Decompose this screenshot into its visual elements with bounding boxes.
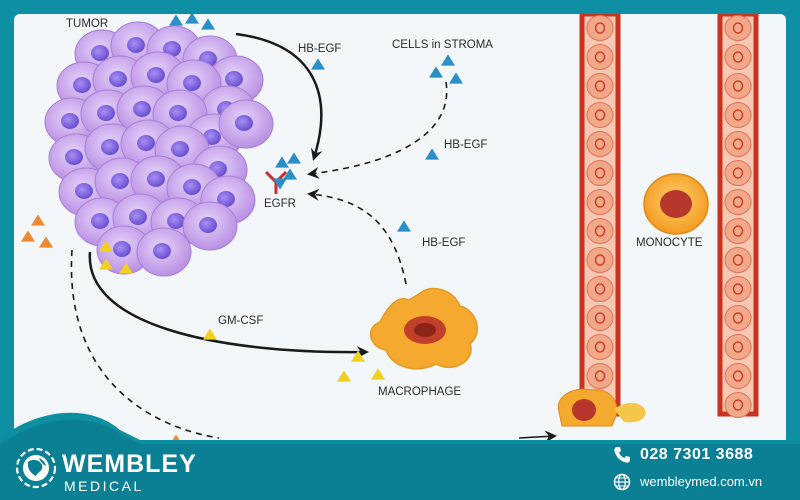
vessel-cell [724, 102, 752, 128]
arrow-tumor-to-egfr [235, 32, 323, 161]
signal-triangle [371, 368, 385, 380]
vessel-cells [586, 15, 752, 418]
website-link[interactable]: wembleymed.com.vn [640, 474, 763, 489]
tumor-mass [44, 21, 274, 277]
phone-number[interactable]: 028 7301 3688 [640, 446, 754, 463]
arrow-to-monocyte [518, 430, 557, 443]
hbegf-label-low: HB-EGF [422, 237, 465, 249]
vessel-cell [586, 276, 614, 302]
brand-logo-icon [15, 447, 57, 489]
signal-triangle [185, 14, 199, 24]
vessel-cell [724, 392, 752, 418]
signal-triangle [429, 66, 443, 78]
arrow-tumor-to-vessel [70, 249, 220, 439]
signal-triangle [275, 156, 289, 168]
vessel-cell [724, 73, 752, 99]
egfr-label: EGFR [264, 198, 296, 210]
macrophage-cell [369, 287, 478, 370]
signal-triangle [203, 328, 217, 340]
signal-triangle [201, 18, 215, 30]
signal-triangle [397, 220, 411, 232]
diagram-panel: MONOCYTE MACROPHAGE TUMOR [14, 14, 786, 454]
vessel-cell [586, 334, 614, 360]
signal-triangle [273, 178, 287, 190]
arrow-macrophage-to-egfr [307, 188, 407, 285]
vessel-cell [586, 73, 614, 99]
brand-subtitle: MEDICAL [64, 478, 144, 494]
vessel-cell [724, 218, 752, 244]
vessel-cell [586, 44, 614, 70]
vessel-cell [724, 334, 752, 360]
tumor-cell [96, 225, 152, 275]
signal-triangle [31, 214, 45, 226]
signal-triangle [21, 230, 35, 242]
signal-triangle [449, 72, 463, 84]
arrow-tumor-to-macrophage [88, 251, 369, 359]
vessel-cell [724, 15, 752, 41]
diagram-svg: MONOCYTE MACROPHAGE TUMOR [21, 14, 759, 446]
tumor-cell [182, 201, 238, 251]
tumor-cell [136, 227, 192, 277]
signal-triangle [425, 148, 439, 160]
gmcsf-label: GM-CSF [218, 315, 263, 327]
vessel-cell [724, 247, 752, 273]
arrows [70, 32, 557, 443]
monocyte-label: MONOCYTE [636, 237, 703, 249]
signal-triangle [283, 168, 297, 180]
vessel-cell [586, 189, 614, 215]
vessel-cell [724, 189, 752, 215]
signal-triangle [99, 258, 113, 270]
globe-icon [613, 473, 631, 491]
brand: WEMBLEY MEDICAL [62, 450, 197, 494]
macrophage-label: MACROPHAGE [378, 386, 461, 398]
vessel-cell [586, 131, 614, 157]
signal-triangle [287, 152, 301, 164]
footer-band [0, 412, 800, 500]
signal-triangle [169, 14, 183, 26]
vessel-cell [724, 363, 752, 389]
signal-triangle [337, 370, 351, 382]
monocyte-cell [643, 173, 709, 235]
vessel-cell [586, 218, 614, 244]
signal-triangle [441, 54, 455, 66]
hbegf-label-mid: HB-EGF [444, 139, 487, 151]
vessel-cell [724, 44, 752, 70]
signal-triangle [119, 262, 133, 274]
tumor-cell [218, 99, 274, 149]
vessel-cell [586, 247, 614, 273]
phone-icon [614, 447, 630, 463]
cells-stroma-label: CELLS in STROMA [392, 39, 493, 51]
blood-vessels [579, 14, 759, 418]
signal-triangle [351, 350, 365, 362]
hbegf-label-top: HB-EGF [298, 43, 341, 55]
vessel-cell [724, 305, 752, 331]
vessel-cell [724, 276, 752, 302]
vessel-cell [586, 102, 614, 128]
arrow-stroma-to-egfr [307, 81, 448, 179]
tumor-label: TUMOR [66, 18, 108, 30]
signal-triangle [39, 236, 53, 248]
vessel-cell [724, 131, 752, 157]
signal-triangle [311, 58, 325, 70]
vessel-cell [586, 363, 614, 389]
extravasating-monocyte [557, 388, 646, 427]
vessel-cell [586, 15, 614, 41]
signal-triangle [99, 240, 113, 252]
vessel-cell [586, 305, 614, 331]
brand-name: WEMBLEY [62, 450, 197, 478]
signal-molecules [21, 14, 463, 446]
vessel-cell [724, 160, 752, 186]
vessel-cell [586, 160, 614, 186]
